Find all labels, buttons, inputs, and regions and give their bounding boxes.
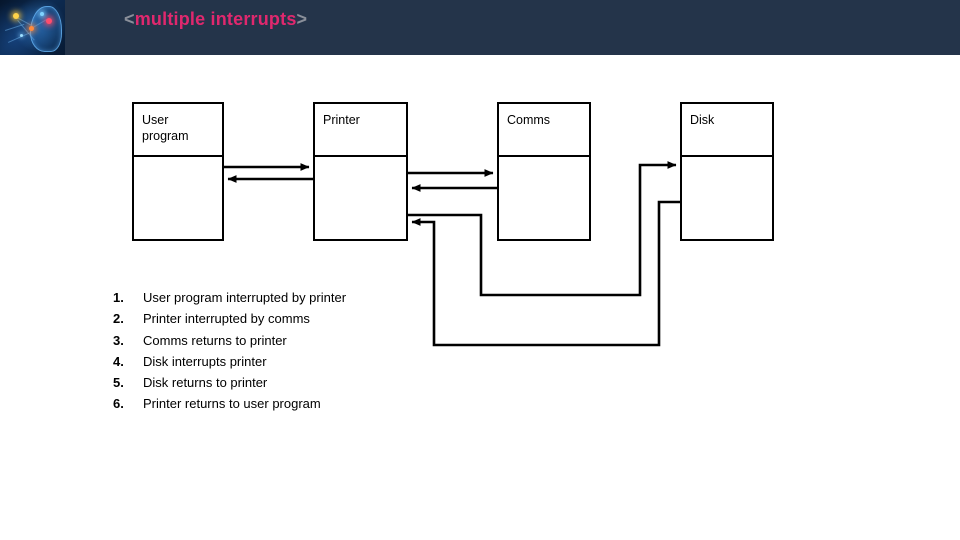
neural-node <box>40 12 44 16</box>
title-close-bracket: > <box>296 9 308 29</box>
arrow-disk-to-printer <box>411 200 680 347</box>
header-bar: <multiple interrupts> <box>0 0 960 55</box>
process-box-disk[interactable]: Disk <box>680 102 774 241</box>
list-item-number: 3. <box>113 332 124 348</box>
ai-brain-graphic <box>0 0 65 55</box>
list-item: 4. Disk interrupts printer <box>113 354 533 375</box>
list-item-text: Comms returns to printer <box>143 332 287 348</box>
process-label-comms: Comms <box>507 113 551 127</box>
list-item-text: Disk returns to printer <box>143 375 268 391</box>
list-item: 2. Printer interrupted by comms <box>113 311 533 332</box>
arrow-printer-to-disk <box>408 161 677 297</box>
head-silhouette-icon <box>30 6 62 52</box>
list-item-number: 2. <box>113 311 124 327</box>
list-item: 1. User program interrupted by printer <box>113 290 533 311</box>
list-item-text: Printer returns to user program <box>143 396 321 412</box>
title-text: multiple interrupts <box>134 9 297 29</box>
list-item-number: 4. <box>113 353 124 369</box>
list-item-text: Printer interrupted by comms <box>143 311 310 327</box>
process-header <box>315 104 406 157</box>
neural-node <box>13 13 19 19</box>
process-box-user-program[interactable]: User program <box>132 102 224 241</box>
list-item-text: Disk interrupts printer <box>143 353 267 369</box>
steps-list: 1. User program interrupted by printer 2… <box>113 290 533 418</box>
process-header <box>499 104 589 157</box>
process-box-printer[interactable]: Printer <box>313 102 408 241</box>
process-label-printer: Printer <box>323 113 360 127</box>
neural-node <box>20 34 23 37</box>
list-item-number: 6. <box>113 396 124 412</box>
title-open-bracket: < <box>124 9 135 29</box>
process-label-disk: Disk <box>690 113 715 127</box>
process-label-user-program: User program <box>142 113 189 143</box>
neural-node <box>46 18 52 24</box>
process-box-comms[interactable]: Comms <box>497 102 591 241</box>
list-item-number: 5. <box>113 375 124 391</box>
list-item: 5. Disk returns to printer <box>113 375 533 396</box>
list-item: 6. Printer returns to user program <box>113 396 533 417</box>
process-header <box>682 104 772 157</box>
page-title: <multiple interrupts> <box>124 9 307 30</box>
list-item-text: User program interrupted by printer <box>143 290 347 305</box>
list-item: 3. Comms returns to printer <box>113 333 533 354</box>
list-item-number: 1. <box>113 290 124 305</box>
process-header <box>134 104 222 157</box>
neural-node <box>29 26 34 31</box>
